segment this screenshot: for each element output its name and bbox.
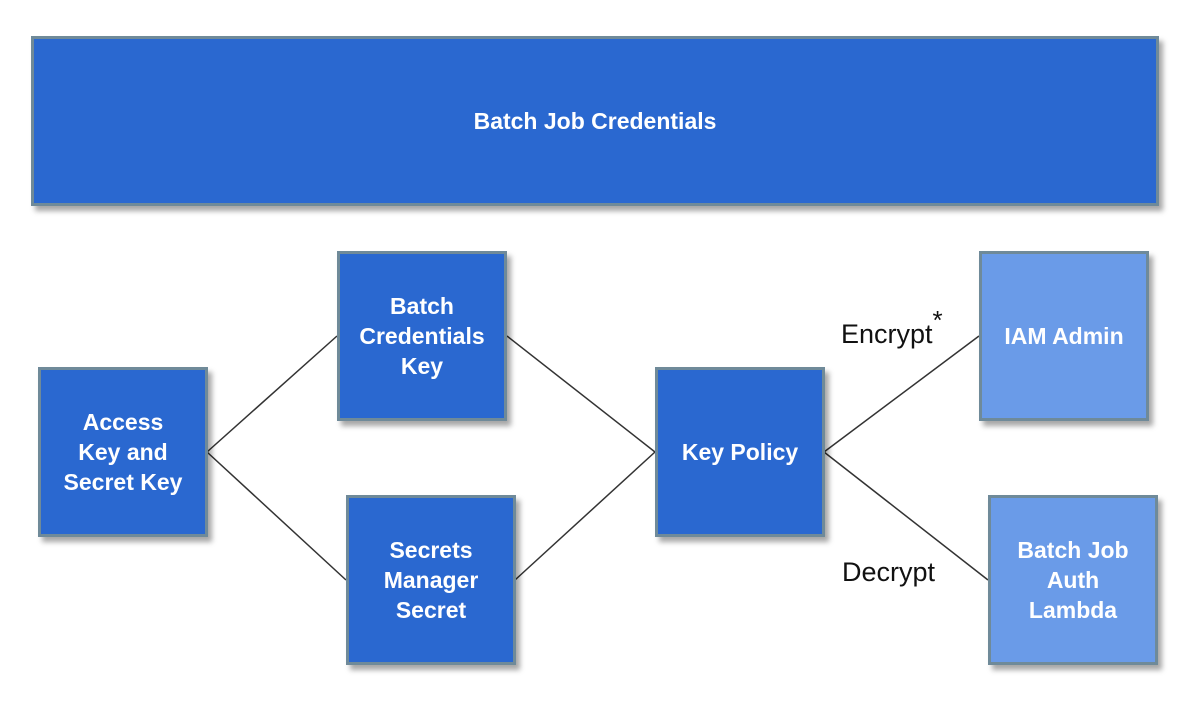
node-secrets-manager-secret: Secrets Manager Secret [346, 495, 516, 665]
title-banner: Batch Job Credentials [31, 36, 1159, 206]
node-label: Batch Job Auth Lambda [1017, 537, 1129, 623]
encrypt-asterisk: * [932, 305, 943, 335]
edge-access-to-secret [206, 451, 347, 581]
node-label: Key Policy [681, 439, 799, 465]
edge-secret-to-policy [514, 451, 656, 581]
edge-policy-to-iam [823, 335, 980, 453]
node-label: Batch Credentials Key [359, 293, 485, 379]
node-label: Secrets Manager Secret [383, 537, 479, 623]
node-batch-credentials-key: Batch Credentials Key [337, 251, 507, 421]
decrypt-text: Decrypt [842, 557, 936, 587]
encrypt-text: Encrypt [841, 319, 933, 349]
node-iam-admin: IAM Admin [979, 251, 1149, 421]
node-batch-job-auth-lambda: Batch Job Auth Lambda [988, 495, 1158, 665]
edge-batch-key-to-policy [506, 335, 656, 453]
edge-label-encrypt: Encrypt* [841, 305, 943, 350]
node-label: IAM Admin [1004, 323, 1124, 349]
node-access-key: Access Key and Secret Key [38, 367, 208, 537]
title-text: Batch Job Credentials [473, 108, 717, 134]
edge-policy-to-lambda [823, 451, 989, 581]
edge-label-decrypt: Decrypt [842, 557, 935, 588]
node-label: Access Key and Secret Key [63, 409, 183, 495]
node-key-policy: Key Policy [655, 367, 825, 537]
edge-access-to-batch-key [206, 335, 338, 453]
